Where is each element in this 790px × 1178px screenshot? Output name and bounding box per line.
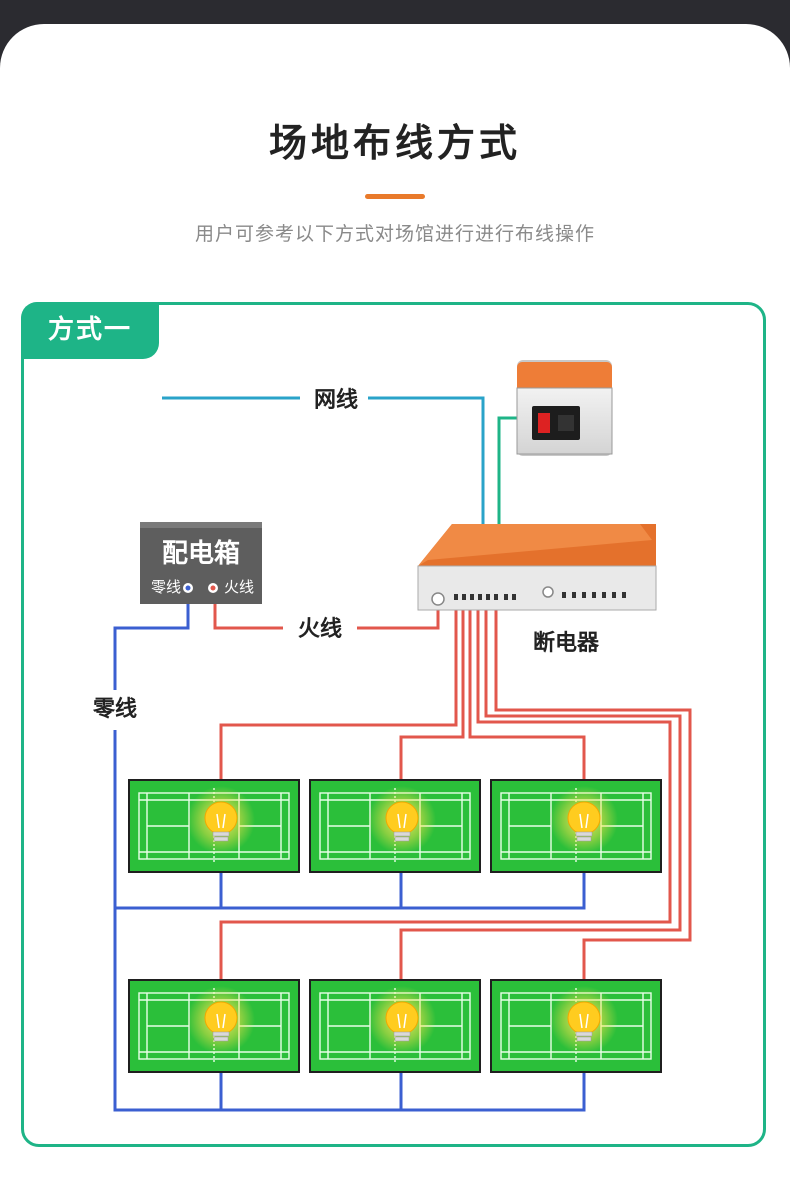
distribution-box: 配电箱 零线 火线 (140, 522, 262, 604)
live-wire-label: 火线 (298, 616, 342, 642)
network-label: 网线 (314, 387, 358, 413)
courts-group (128, 779, 662, 1073)
live-branch-wires (219, 600, 692, 1000)
live-port-label: 火线 (224, 578, 254, 596)
neutral-wire-label: 零线 (92, 696, 137, 722)
lamp-icon (550, 786, 618, 854)
method-card (21, 302, 766, 1147)
page-subtitle: 用户可参考以下方式对场馆进行进行布线操作 (194, 223, 595, 245)
page-title: 场地布线方式 (268, 121, 521, 165)
breaker-label: 断电器 (533, 630, 600, 656)
title-underline (365, 194, 425, 199)
lamp-icon (368, 786, 436, 854)
method-tag: 方式一 (21, 302, 159, 359)
distribution-box-title: 配电箱 (162, 538, 240, 569)
lamp-icon (187, 786, 255, 854)
switch-cable (497, 416, 517, 525)
lamp-icon (550, 986, 618, 1054)
network-cable (162, 396, 485, 525)
neutral-trunk-wire (113, 590, 586, 1112)
neutral-port-label: 零线 (151, 578, 181, 596)
breaker-device (417, 524, 657, 611)
power-switch-device (516, 360, 613, 456)
lamp-icon (368, 986, 436, 1054)
lamp-icon (187, 986, 255, 1054)
